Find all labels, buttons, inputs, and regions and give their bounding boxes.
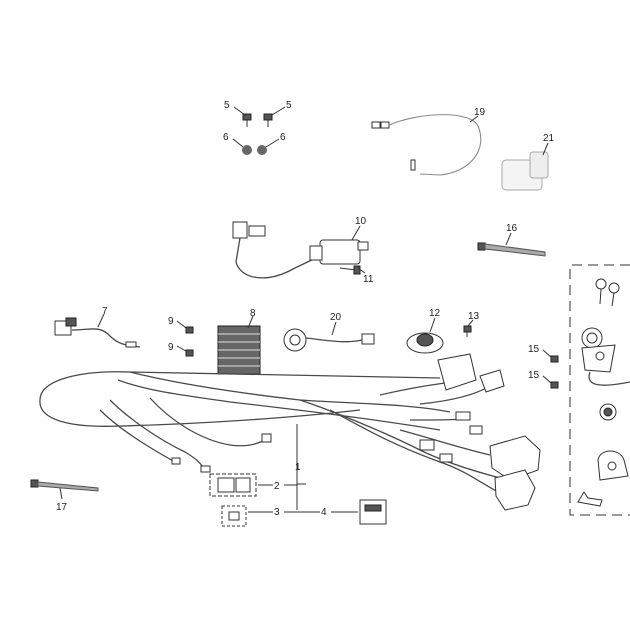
part-9-bolt-lower [176,345,194,357]
part-1-main-wiring-harness [39,353,541,511]
callout-1: 1 [295,462,301,473]
part-13-screw [463,319,474,337]
callout-13: 13 [468,311,480,322]
lock-clip [577,491,603,507]
part-21-relay [501,142,549,191]
part-15-screw-lower [542,375,559,389]
callout-2: 2 [274,481,280,492]
part-5-screw-left [242,113,252,127]
part-9-bolt-upper [176,320,194,334]
callout-16: 16 [506,223,518,234]
callout-3: 3 [274,507,280,518]
part-10-ignition-coil [232,221,369,279]
callout-6-right: 6 [280,132,286,143]
part-19-sub-wire [371,114,482,176]
ignition-switch [581,327,630,386]
part-12-horn [406,317,444,354]
callout-8: 8 [250,308,256,319]
callout-9-lower: 9 [168,342,174,353]
callout-7: 7 [102,306,108,317]
seat-lock [599,403,617,421]
part-15-screw-upper [542,349,559,363]
part-16-cable-tie [477,232,546,257]
part-5-screw-right [263,113,273,127]
ignition-switch-set-box [569,264,630,516]
callout-5-left: 5 [224,100,230,111]
part-4-relay [297,499,387,525]
callout-15-upper: 15 [528,344,540,355]
callout-17: 17 [56,502,68,513]
part-17-cable-tie [30,479,99,500]
part-20-sensor [283,321,375,352]
part-8-regulator-rectifier [217,315,261,375]
callout-4: 4 [321,507,327,518]
part-6-grommet-left [242,145,252,155]
callout-12: 12 [429,308,441,319]
callout-19: 19 [474,107,486,118]
part-3-relay-socket [221,505,297,527]
key-icon [595,278,620,307]
lock-bracket [597,450,629,481]
part-2-fuse-box [209,473,297,497]
callout-9-upper: 9 [168,316,174,327]
callout-20: 20 [330,312,342,323]
callout-5-right: 5 [286,100,292,111]
callout-6-left: 6 [223,132,229,143]
callout-15-lower: 15 [528,370,540,381]
callout-10: 10 [355,216,367,227]
callout-21: 21 [543,133,555,144]
callout-11: 11 [363,274,374,285]
part-6-grommet-right [257,145,267,155]
part-11-coil-bolt [339,265,366,275]
part-7-switch [54,313,141,348]
